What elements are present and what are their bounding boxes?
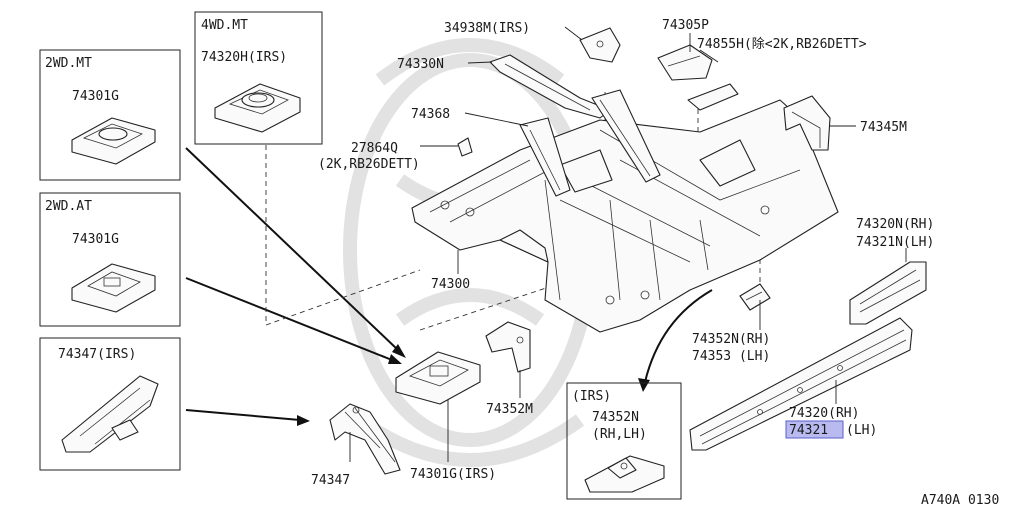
pointer-arrows	[185, 147, 713, 426]
label-34938m: 34938M(IRS)	[444, 21, 530, 36]
label-74301g-irs: 74301G(IRS)	[410, 467, 496, 482]
box-2wd-at-title: 2WD.AT	[45, 199, 92, 214]
label-74321n: 74321N(LH)	[856, 235, 934, 250]
bracket-74352n	[739, 283, 771, 311]
box-4wd-mt-part: 74320H(IRS)	[201, 50, 287, 65]
label-74330n: 74330N	[397, 57, 444, 72]
bracket-74345m	[783, 95, 831, 151]
reference-code: A740A 0130	[921, 493, 999, 508]
label-74305p: 74305P	[662, 18, 709, 33]
label-74368: 74368	[411, 107, 450, 122]
bracket-74352m	[485, 321, 531, 373]
label-27864q: 27864Q	[351, 141, 398, 156]
label-74345m: 74345M	[860, 120, 907, 135]
label-74300: 74300	[431, 277, 470, 292]
at-plate-illustration	[71, 263, 156, 313]
gear-housing-illustration	[214, 83, 301, 133]
bracket-34938m	[579, 27, 621, 63]
label-74321[interactable]: 74321	[789, 423, 828, 438]
reinforcement-bracket-illustration	[61, 375, 159, 453]
floor-pan-74300	[411, 99, 839, 333]
box-irs-74352n: (IRS) 74352N (RH,LH)	[566, 382, 682, 500]
label-74347: 74347	[311, 473, 350, 488]
box-irs-part: 74352N	[592, 410, 639, 425]
label-74321-lh: (LH)	[846, 423, 877, 438]
label-74352m: 74352M	[486, 402, 533, 417]
highlight-74321	[785, 420, 844, 439]
inner-sill-74320n	[849, 261, 927, 325]
box-2wd-mt-title: 2WD.MT	[45, 56, 92, 71]
bracket-27864q	[457, 137, 473, 157]
gear-plate-illustration	[71, 117, 156, 165]
box-4wd-mt: 4WD.MT 74320H(IRS)	[194, 11, 323, 145]
outer-sill-74320	[689, 317, 913, 451]
box-2wd-mt: 2WD.MT 74301G	[39, 49, 181, 181]
box-2wd-mt-part: 74301G	[72, 89, 119, 104]
bracket-74305p	[657, 44, 713, 81]
box-irs-74347: 74347(IRS)	[39, 337, 181, 471]
label-74352n: 74352N(RH)	[692, 332, 770, 347]
box-irs-side: (RH,LH)	[592, 427, 647, 442]
box-irs-title: (IRS)	[572, 389, 611, 404]
box-2wd-at: 2WD.AT 74301G	[39, 192, 181, 327]
label-27864q-note: (2K,RB26DETT)	[318, 157, 420, 172]
bracket-74855h	[687, 83, 739, 111]
label-74855h: 74855H(除<2K,RB26DETT>	[697, 37, 867, 52]
box-4wd-mt-title: 4WD.MT	[201, 18, 248, 33]
crossmember-bracket-74347	[329, 403, 401, 475]
gear-plate-74301g-irs	[395, 351, 481, 405]
irs-bracket-illustration	[584, 455, 665, 493]
crossmember-74368	[519, 89, 661, 197]
label-74353: 74353 (LH)	[692, 349, 770, 364]
box-2wd-at-part: 74301G	[72, 232, 119, 247]
box-irs-74347-part: 74347(IRS)	[58, 347, 136, 362]
label-74320: 74320(RH)	[789, 406, 859, 421]
label-74320n: 74320N(RH)	[856, 217, 934, 232]
part-labels: 34938M(IRS) 74305P 74855H(除<2K,RB26DETT>…	[311, 18, 999, 508]
leader-lines	[349, 26, 907, 462]
